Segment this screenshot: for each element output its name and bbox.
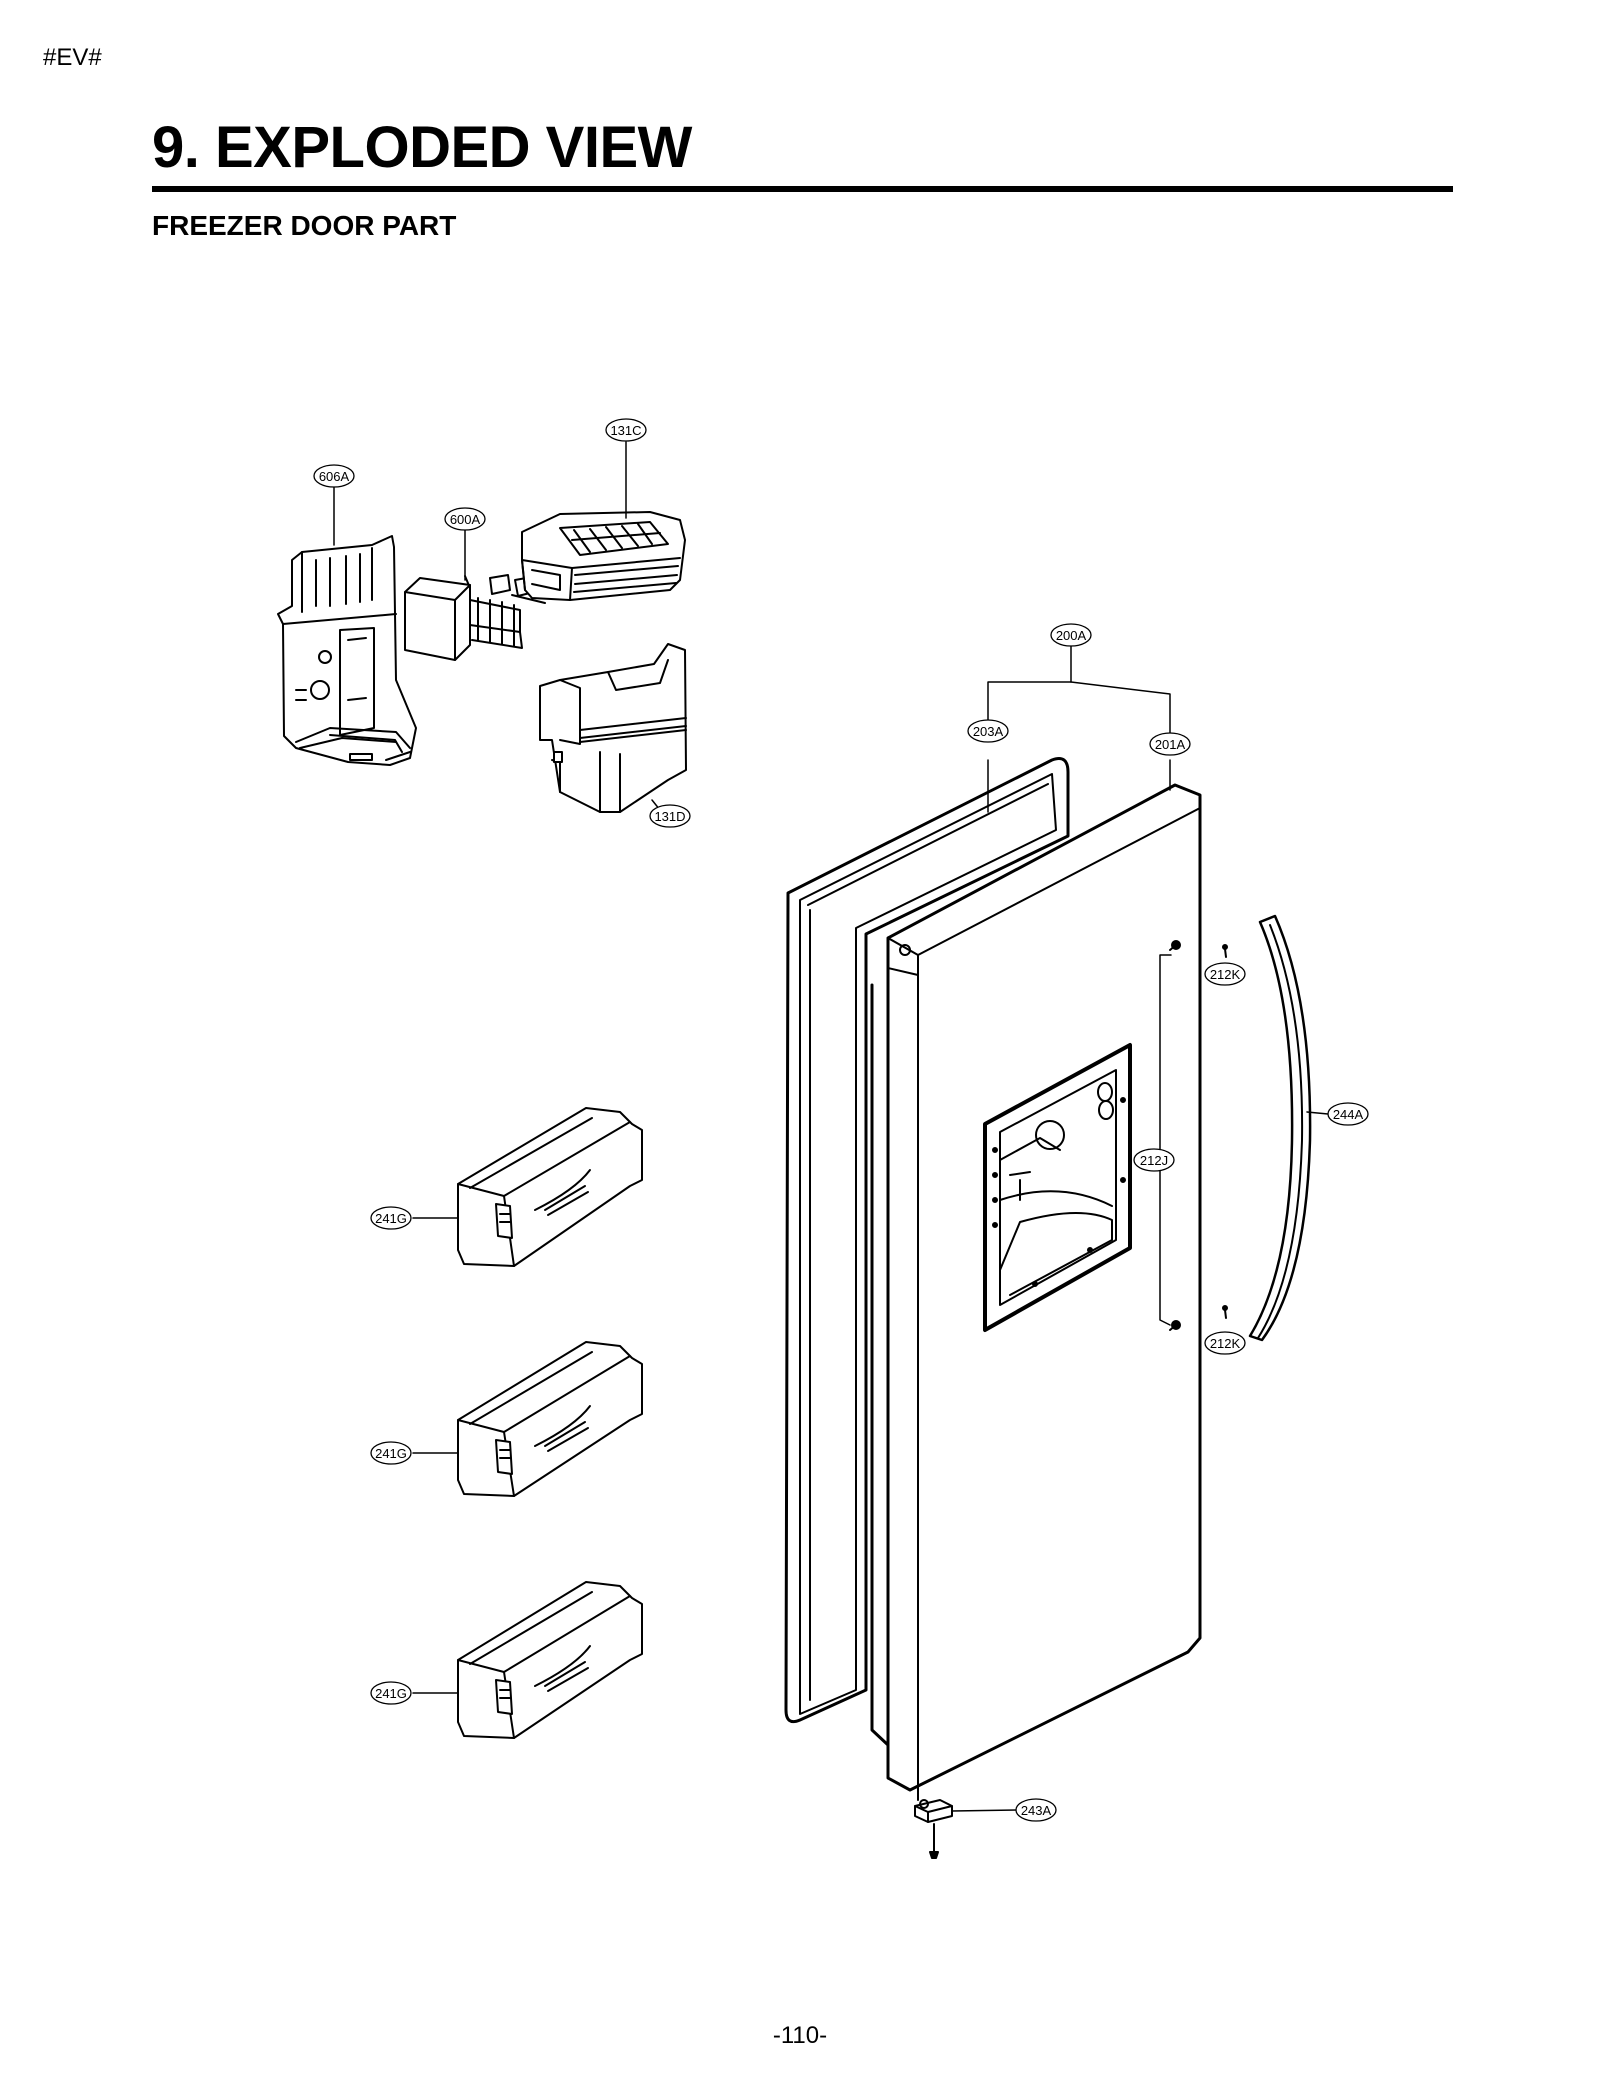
svg-text:203A: 203A	[973, 724, 1004, 739]
screw-212K-bottom	[1222, 1305, 1228, 1319]
callout-131D: 131D	[649, 804, 691, 828]
door-shelf-1-part	[457, 1107, 643, 1267]
title-rule	[152, 186, 1453, 192]
door-gasket-part	[784, 757, 1070, 1724]
callout-600A: 600A	[444, 507, 486, 531]
callout-606A: 606A	[313, 464, 355, 488]
callout-212K-top: 212K	[1204, 962, 1246, 986]
handle-bolt-bottom	[1169, 1320, 1181, 1331]
callout-243A: 243A	[1015, 1798, 1057, 1822]
svg-text:200A: 200A	[1056, 628, 1087, 643]
callout-200A: 200A	[1050, 623, 1092, 647]
callout-241G-1: 241G	[370, 1206, 412, 1230]
document-tag: #EV#	[43, 44, 102, 71]
svg-text:241G: 241G	[375, 1686, 407, 1701]
section-subtitle: FREEZER DOOR PART	[152, 210, 457, 241]
svg-text:241G: 241G	[375, 1211, 407, 1226]
screw-212K-top	[1222, 944, 1228, 958]
svg-text:212J: 212J	[1140, 1153, 1168, 1168]
callout-241G-2: 241G	[370, 1441, 412, 1465]
svg-text:244A: 244A	[1333, 1107, 1364, 1122]
page-title: 9. EXPLODED VIEW	[152, 115, 692, 180]
ice-bucket-bracket-part	[277, 535, 417, 766]
callout-244A: 244A	[1327, 1102, 1369, 1126]
handle-bolt-top	[1169, 940, 1181, 951]
svg-text:212K: 212K	[1210, 967, 1241, 982]
svg-text:606A: 606A	[319, 469, 350, 484]
lower-hinge-part	[914, 1789, 953, 1859]
svg-text:131C: 131C	[610, 423, 641, 438]
svg-text:201A: 201A	[1155, 737, 1186, 752]
svg-text:243A: 243A	[1021, 1803, 1052, 1818]
page-number: -110-	[772, 2022, 828, 2049]
leader-lines	[333, 441, 1329, 1812]
svg-text:131D: 131D	[654, 809, 685, 824]
callout-212J: 212J	[1133, 1148, 1175, 1172]
callout-241G-3: 241G	[370, 1681, 412, 1705]
callout-201A: 201A	[1149, 732, 1191, 756]
callout-212K-bottom: 212K	[1204, 1331, 1246, 1355]
ice-bin-part	[539, 643, 687, 813]
callout-131C: 131C	[605, 418, 647, 442]
door-shelf-2-part	[457, 1341, 643, 1497]
dispenser-recess	[983, 1043, 1132, 1332]
svg-text:212K: 212K	[1210, 1336, 1241, 1351]
ice-bin-cover-part	[521, 511, 686, 601]
svg-text:241G: 241G	[375, 1446, 407, 1461]
door-panel-back-edge	[870, 983, 890, 1747]
door-handle-part	[1248, 914, 1312, 1342]
door-shelf-3-part	[457, 1581, 643, 1739]
svg-text:600A: 600A	[450, 512, 481, 527]
callout-203A: 203A	[967, 719, 1009, 743]
